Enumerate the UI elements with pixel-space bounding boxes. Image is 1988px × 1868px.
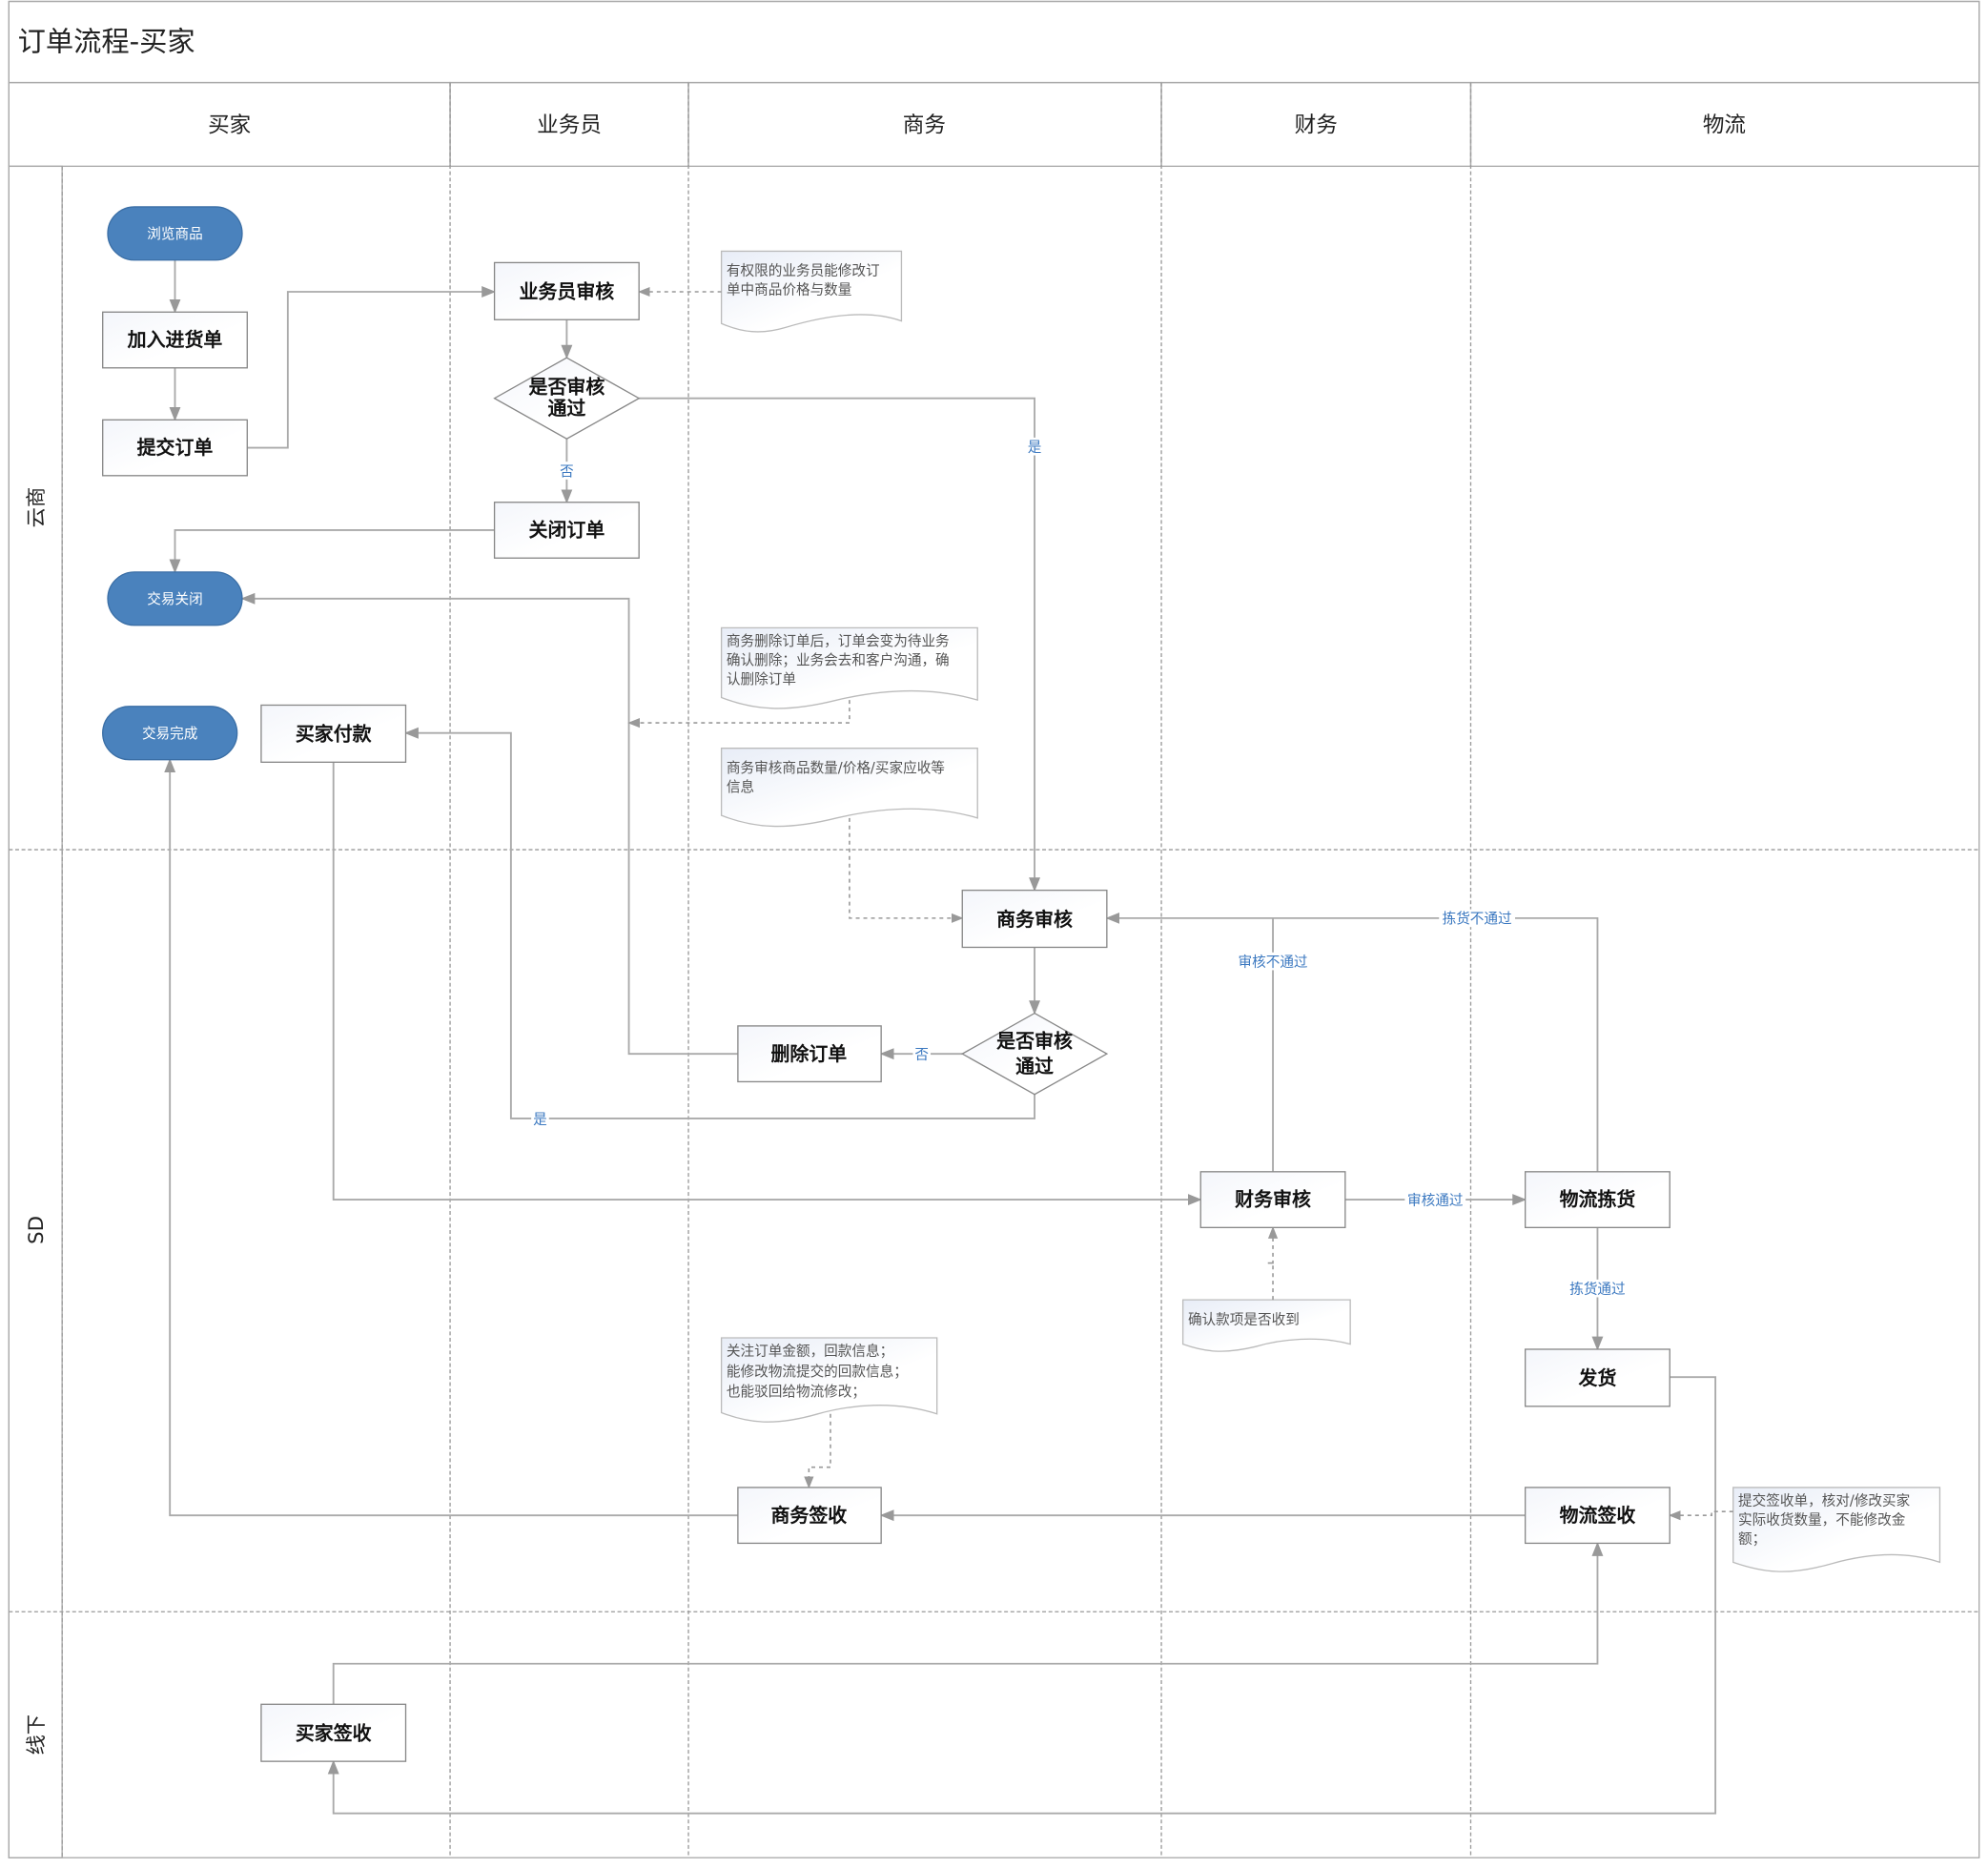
- svg-text:商务签收: 商务签收: [770, 1504, 847, 1527]
- column-header-buyer: 买家: [208, 113, 251, 137]
- node-add-to-cart[interactable]: 加入进货单: [102, 311, 248, 369]
- svg-text:是否审核通过: 是否审核通过: [995, 1030, 1073, 1078]
- note-payment-check: 确认款项是否收到: [1181, 1299, 1351, 1352]
- node-finance-review[interactable]: 财务审核: [1199, 1171, 1346, 1228]
- node-submit-order[interactable]: 提交订单: [102, 419, 248, 477]
- column-header-finance: 财务: [1295, 113, 1338, 137]
- title-bar: [8, 0, 1980, 84]
- note-business-review: 商务审核商品数量/价格/买家应收等信息: [720, 748, 978, 828]
- node-business-sign[interactable]: 商务签收: [737, 1487, 882, 1545]
- svg-text:财务审核: 财务审核: [1235, 1188, 1311, 1211]
- svg-text:商务审核: 商务审核: [996, 908, 1073, 931]
- svg-text:提交签收单，核对/修改买家实际收货数量，不能修改金额；: 提交签收单，核对/修改买家实际收货数量，不能修改金额；: [1738, 1492, 1911, 1548]
- edge-label-review-pass: 审核通过: [1407, 1192, 1464, 1208]
- lane-label-yunshang: 云商: [25, 487, 49, 528]
- svg-text:买家签收: 买家签收: [296, 1722, 372, 1745]
- node-trade-closed[interactable]: 交易关闭: [107, 571, 243, 626]
- note-logistics-sign: 提交签收单，核对/修改买家实际收货数量，不能修改金额；: [1732, 1487, 1941, 1572]
- node-close-order[interactable]: 关闭订单: [493, 502, 640, 559]
- node-business-review[interactable]: 商务审核: [961, 889, 1108, 949]
- svg-text:交易关闭: 交易关闭: [147, 590, 202, 607]
- node-trade-done[interactable]: 交易完成: [102, 706, 238, 761]
- svg-text:关闭订单: 关闭订单: [529, 519, 605, 542]
- note-business-sign: 关注订单金额，回款信息；能修改物流提交的回款信息；也能驳回给物流修改；: [720, 1337, 938, 1423]
- svg-text:物流签收: 物流签收: [1560, 1504, 1636, 1527]
- svg-text:删除订单: 删除订单: [770, 1042, 847, 1065]
- edge-labels: 否 是 否 是 审核不通过 拣货不通过 审核通过 拣货通过: [531, 437, 1629, 1297]
- edge-label-yes: 是: [1028, 440, 1042, 456]
- node-delete-order[interactable]: 删除订单: [737, 1025, 882, 1083]
- svg-text:加入进货单: 加入进货单: [127, 328, 223, 351]
- svg-text:有权限的业务员能修改订单中商品价格与数量: 有权限的业务员能修改订单中商品价格与数量: [727, 263, 880, 298]
- svg-text:发货: 发货: [1578, 1366, 1617, 1389]
- svg-text:业务员审核: 业务员审核: [520, 280, 615, 303]
- svg-text:商务审核商品数量/价格/买家应收等信息: 商务审核商品数量/价格/买家应收等信息: [727, 759, 945, 795]
- edge-label-review-fail: 审核不通过: [1239, 954, 1308, 970]
- flow-edges: [164, 259, 1733, 1815]
- decision-review-passed-1[interactable]: 是否审核通过: [493, 357, 641, 441]
- edge-label-pick-pass: 拣货通过: [1569, 1281, 1626, 1297]
- decision-review-passed-2[interactable]: 是否审核通过: [960, 1012, 1109, 1096]
- edge-label-pick-fail: 拣货不通过: [1443, 911, 1512, 927]
- note-delete-order: 商务删除订单后，订单会变为待业务确认删除；业务会去和客户沟通，确认删除订单: [720, 626, 978, 709]
- column-header-sales: 业务员: [537, 113, 602, 137]
- note-sales-permission: 有权限的业务员能修改订单中商品价格与数量: [720, 250, 903, 333]
- column-headers: 买家 业务员 商务 财务 物流: [8, 81, 1980, 168]
- column-header-logistics: 物流: [1703, 113, 1746, 137]
- svg-text:物流拣货: 物流拣货: [1560, 1188, 1636, 1211]
- lane-dividers: [9, 82, 1979, 1858]
- edge-label-no: 否: [914, 1046, 929, 1062]
- node-sales-review[interactable]: 业务员审核: [493, 261, 640, 320]
- svg-text:是否审核通过: 是否审核通过: [528, 375, 605, 420]
- svg-text:提交订单: 提交订单: [137, 436, 214, 459]
- svg-text:买家付款: 买家付款: [296, 723, 373, 746]
- lane-labels: 云商 SD 线下: [8, 165, 63, 1858]
- svg-text:关注订单金额，回款信息；能修改物流提交的回款信息；也能驳回给: 关注订单金额，回款信息；能修改物流提交的回款信息；也能驳回给物流修改；: [727, 1344, 908, 1401]
- lane-label-offline: 线下: [25, 1714, 49, 1755]
- edge-label-no: 否: [560, 463, 574, 480]
- svg-text:交易完成: 交易完成: [142, 725, 197, 742]
- node-logistics-picking[interactable]: 物流拣货: [1524, 1171, 1670, 1228]
- node-logistics-sign[interactable]: 物流签收: [1524, 1487, 1670, 1545]
- svg-text:浏览商品: 浏览商品: [147, 226, 202, 242]
- column-header-business: 商务: [903, 113, 946, 137]
- svg-text:确认款项是否收到: 确认款项是否收到: [1188, 1311, 1300, 1327]
- node-ship[interactable]: 发货: [1524, 1348, 1670, 1407]
- diagram-title: 订单流程-买家: [18, 25, 195, 57]
- node-browse-products[interactable]: 浏览商品: [107, 206, 243, 261]
- svg-text:商务删除订单后，订单会变为待业务确认删除；业务会去和客户沟通: 商务删除订单后，订单会变为待业务确认删除；业务会去和客户沟通，确认删除订单: [727, 633, 950, 688]
- node-buyer-sign[interactable]: 买家签收: [260, 1703, 407, 1762]
- node-buyer-pay[interactable]: 买家付款: [260, 704, 407, 763]
- lane-label-sd: SD: [25, 1216, 49, 1244]
- edge-label-yes: 是: [533, 1111, 547, 1127]
